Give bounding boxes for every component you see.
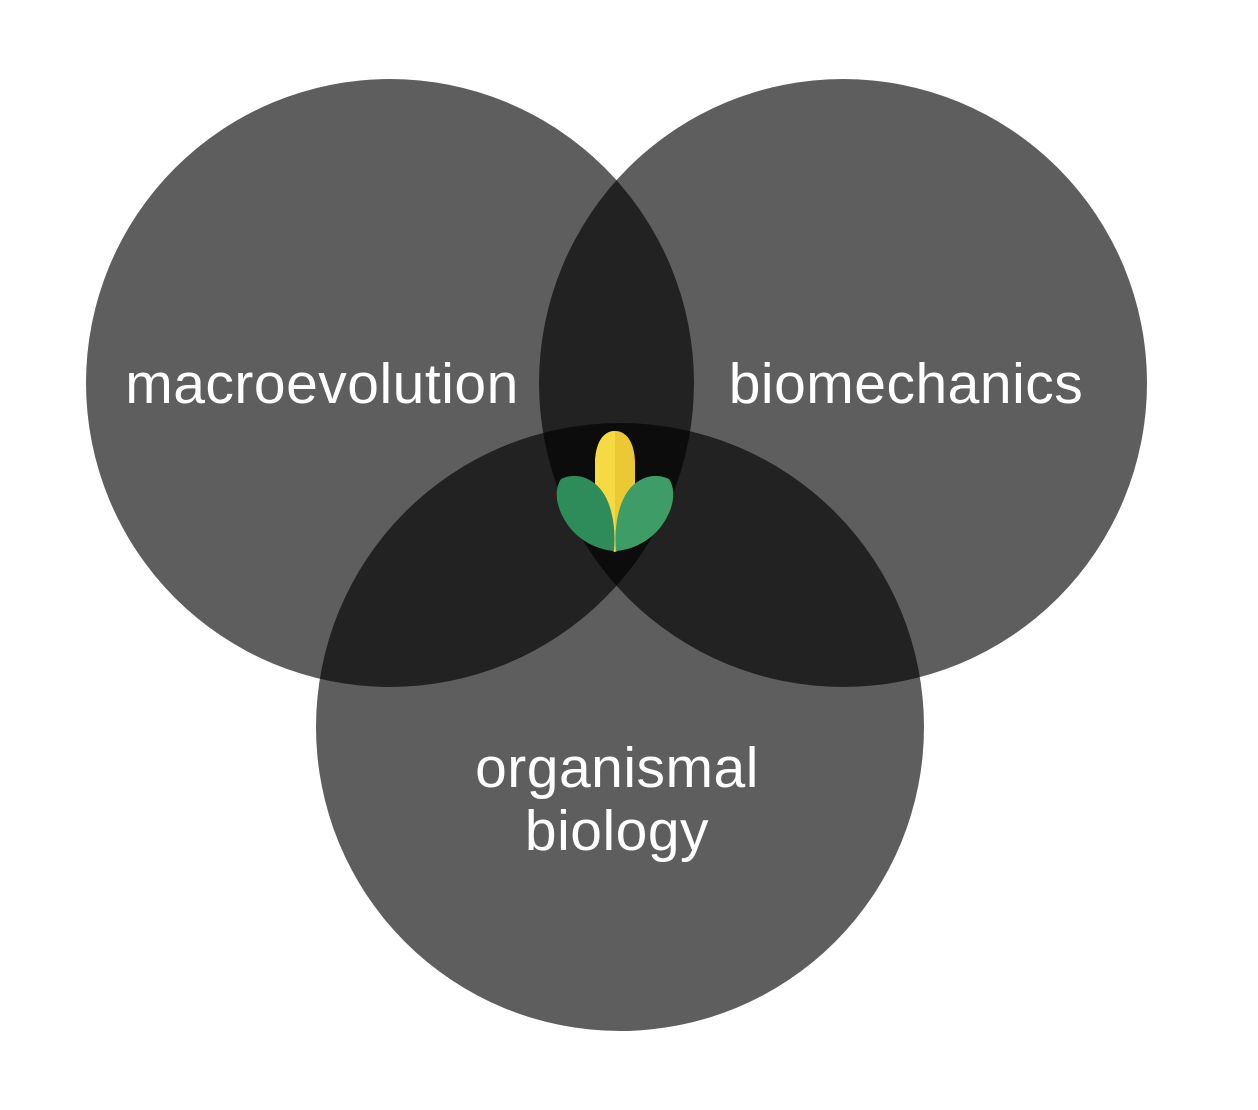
label-biomechanics: biomechanics (729, 352, 1084, 416)
label-organismal-biology-line1: organismal (475, 736, 759, 800)
corn-leaf-left (556, 475, 615, 551)
corn-leaf-right (615, 475, 674, 551)
corn-icon (556, 431, 674, 552)
label-organismal-biology-line2: biology (525, 799, 709, 863)
venn-circle-organismal-biology (316, 423, 924, 1031)
label-macroevolution: macroevolution (125, 352, 519, 416)
